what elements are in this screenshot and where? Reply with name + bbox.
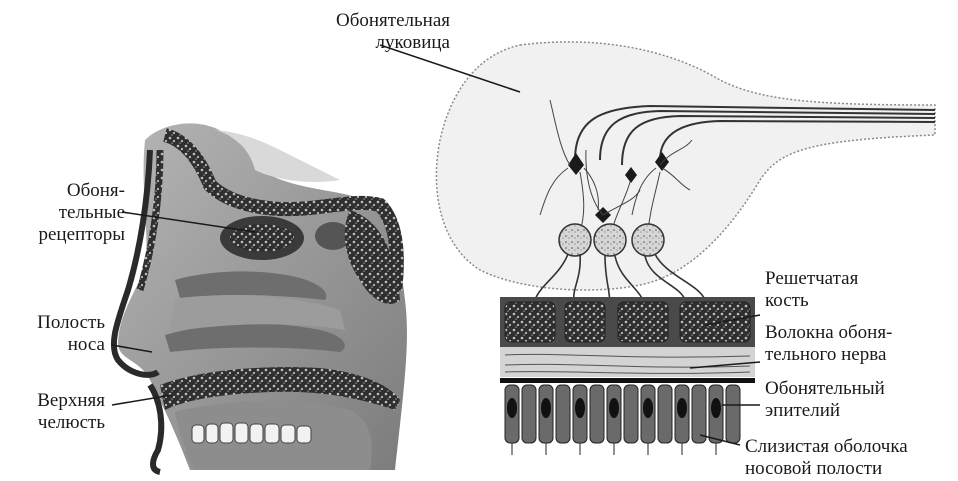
- label-olfactory-receptors: Обоня- тельные рецепторы: [5, 180, 125, 246]
- label-upper-jaw: Верхняя челюсть: [5, 390, 105, 434]
- label-nasal-mucosa: Слизистая оболочка носовой полости: [745, 436, 908, 480]
- label-olfactory-epithelium: Обонятельный эпителий: [765, 378, 885, 422]
- olfactory-bulb: [436, 42, 935, 290]
- basal-membrane: [500, 378, 755, 383]
- glomeruli: [559, 224, 664, 256]
- label-olfactory-bulb: Обонятельная луковица: [270, 10, 450, 54]
- label-nasal-cavity: Полость носа: [5, 312, 105, 356]
- ethmoid-bone: [500, 297, 755, 347]
- head-section: [114, 123, 407, 472]
- label-ethmoid-bone: Решетчатая кость: [765, 268, 858, 312]
- teeth: [192, 423, 311, 443]
- receptor-texture: [230, 224, 294, 252]
- label-nerve-fibers: Волокна обоня- тельного нерва: [765, 322, 892, 366]
- epithelium-cells: [505, 385, 740, 455]
